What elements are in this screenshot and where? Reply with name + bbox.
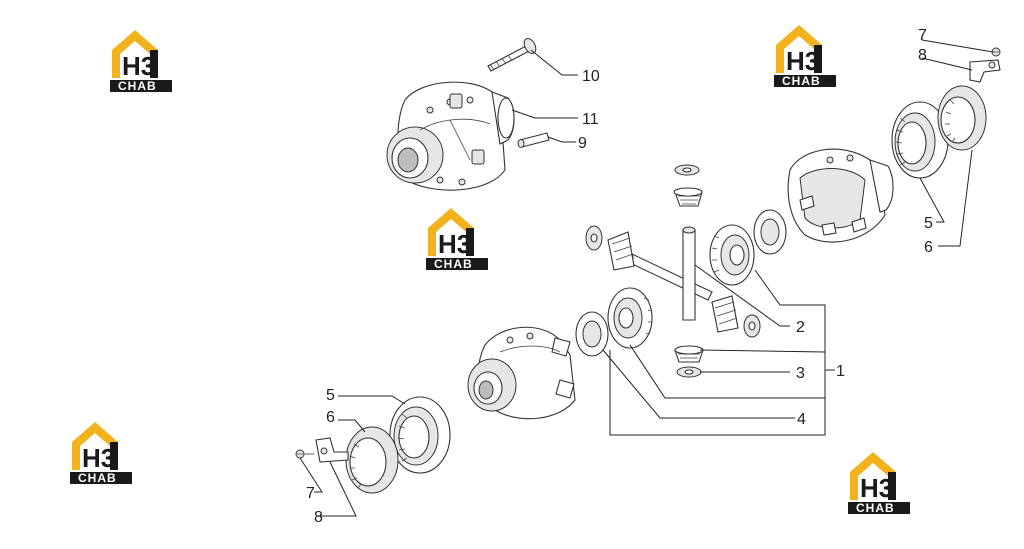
callout-5-top: 5 [924,215,933,232]
thrust-washer-part [676,366,702,378]
side-gear-part [709,224,755,286]
screw-part [991,47,1001,57]
watermark-letters: H3 [122,51,155,81]
watermark-logo: H3 CHAB [774,25,836,88]
watermark-letters: H3 [860,473,893,503]
callout-7-top: 7 [918,27,927,44]
planet-gear-part [673,187,703,207]
callout-labels: 10 11 9 7 8 5 6 2 3 1 4 5 6 7 8 [306,27,933,526]
differential-case-half-part [787,148,894,243]
lock-plate-part [969,59,1001,83]
bearing-part [389,396,451,474]
callout-6-bottom: 6 [326,409,335,426]
watermark-logo: H3 CHAB [70,422,132,485]
watermark-caption: CHAB [434,257,473,271]
watermark-caption: CHAB [856,501,895,515]
callout-7-bottom: 7 [306,485,315,502]
screw-part [295,449,314,459]
callout-1: 1 [836,363,845,380]
watermark-caption: CHAB [118,79,157,93]
callout-8-bottom: 8 [314,509,323,526]
callout-10: 10 [582,68,600,85]
leader-lines [299,39,994,517]
callout-3: 3 [796,365,805,382]
adjuster-ring-part [345,426,399,494]
bolt-part [487,38,537,72]
adjuster-ring-part [937,85,987,151]
side-gear-washer-part [575,311,609,357]
watermark-letters: H3 [786,46,819,76]
callout-11: 11 [582,111,599,128]
watermark-letters: H3 [438,229,471,259]
watermark-caption: CHAB [782,74,821,88]
callout-4: 4 [797,411,806,428]
watermark-logo: H3 CHAB [110,30,172,93]
thrust-washer-part [585,225,603,251]
callout-2: 2 [796,319,805,336]
callout-5-bottom: 5 [326,387,335,404]
side-gear-washer-part [753,209,787,255]
watermark-logo: H3 CHAB [848,452,910,515]
watermark-letters: H3 [82,443,115,473]
bearing-part [891,101,949,179]
pin-part [517,132,550,148]
callout-8-top: 8 [918,47,927,64]
side-gear-part [607,287,653,349]
watermark-logo: H3 CHAB [426,208,488,271]
differential-case-half-part [467,326,576,420]
callout-6-top: 6 [924,239,933,256]
thrust-washer-part [674,164,700,176]
planet-gear-part [674,345,704,363]
planet-gear-part [711,295,739,333]
thrust-washer-part [743,314,761,338]
callout-9: 9 [578,135,587,152]
lock-plate-part [315,437,349,463]
assembled-housing-part [386,81,515,191]
planet-gear-part [607,231,635,271]
watermark-caption: CHAB [78,471,117,485]
